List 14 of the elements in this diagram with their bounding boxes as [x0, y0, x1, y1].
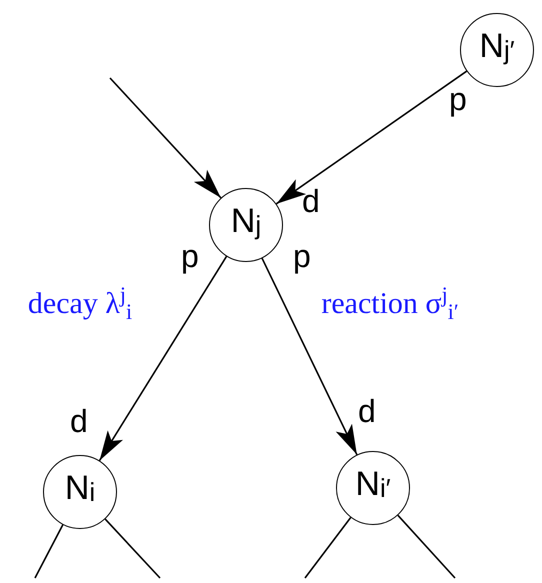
arrow — [276, 70, 468, 204]
port-label: p — [293, 240, 311, 272]
line — [304, 517, 352, 578]
line — [397, 514, 456, 579]
arrow — [109, 77, 222, 198]
port-label: d — [302, 185, 320, 217]
arrow — [98, 256, 228, 461]
port-label: p — [449, 83, 467, 115]
line — [104, 518, 161, 579]
port-label: d — [358, 395, 376, 427]
arrow — [261, 258, 358, 456]
port-label: p — [181, 240, 199, 272]
line — [34, 524, 64, 578]
port-label: d — [70, 405, 88, 437]
